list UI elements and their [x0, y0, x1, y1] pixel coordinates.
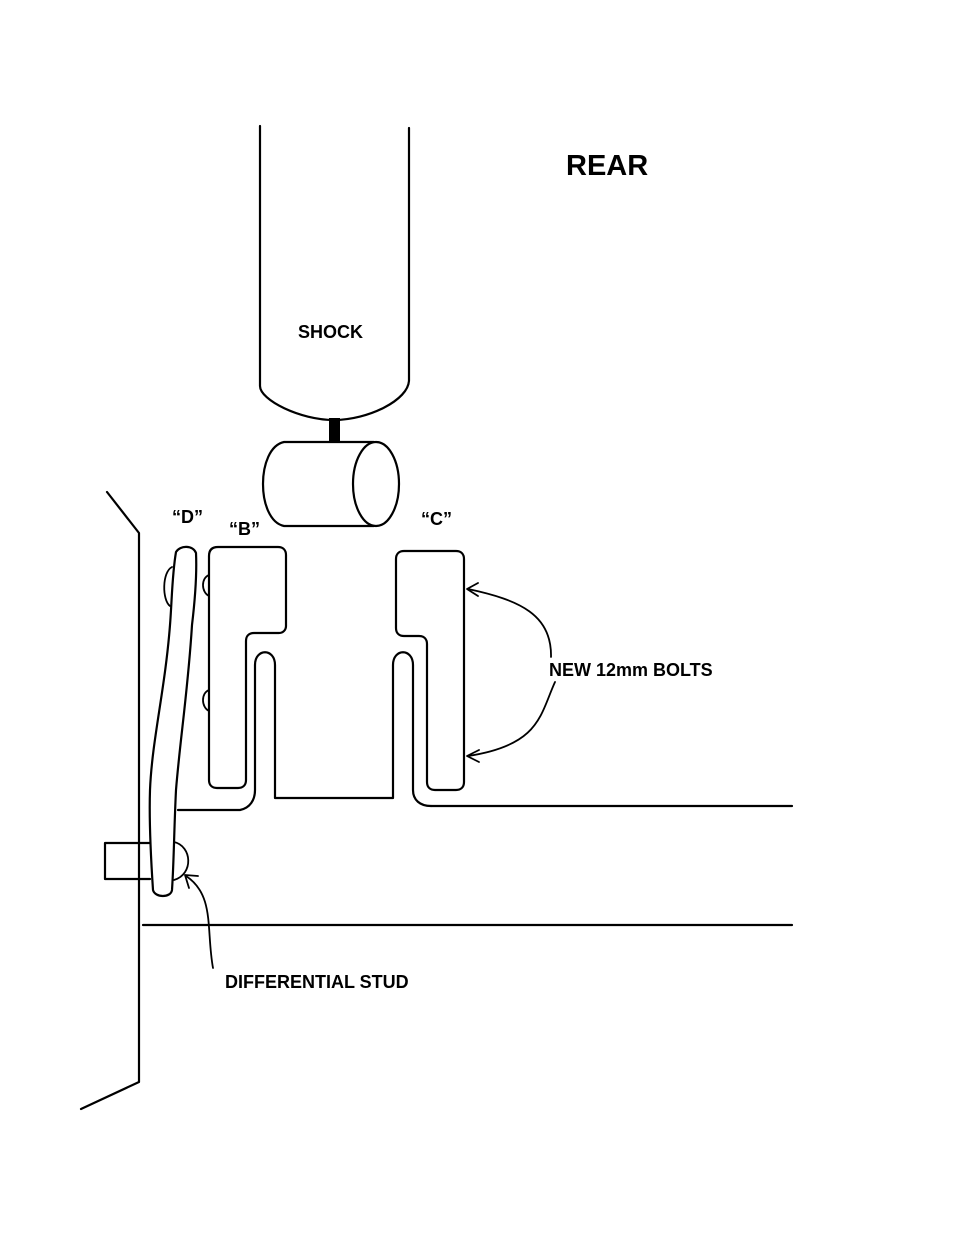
bolts-arrow-upper	[468, 589, 551, 657]
diagram-title: REAR	[566, 150, 648, 182]
center-bracket	[178, 652, 431, 810]
housing-outline	[81, 492, 139, 1109]
strap-d	[150, 547, 197, 896]
differential-stud	[105, 843, 150, 879]
stud-arrow	[186, 876, 213, 968]
label-c: “C”	[421, 509, 452, 529]
bolts-label: NEW 12mm BOLTS	[549, 660, 713, 680]
shock-body	[260, 126, 409, 420]
label-b: “B”	[229, 519, 260, 539]
bolts-arrow-lower	[468, 682, 555, 756]
plate-c	[396, 551, 464, 790]
bushing-end-face	[353, 442, 399, 526]
stud-label: DIFFERENTIAL STUD	[225, 972, 409, 992]
shock-label: SHOCK	[298, 322, 363, 342]
shock-rod	[329, 418, 340, 442]
label-d: “D”	[172, 507, 203, 527]
shock-eye-bushing	[263, 442, 374, 526]
